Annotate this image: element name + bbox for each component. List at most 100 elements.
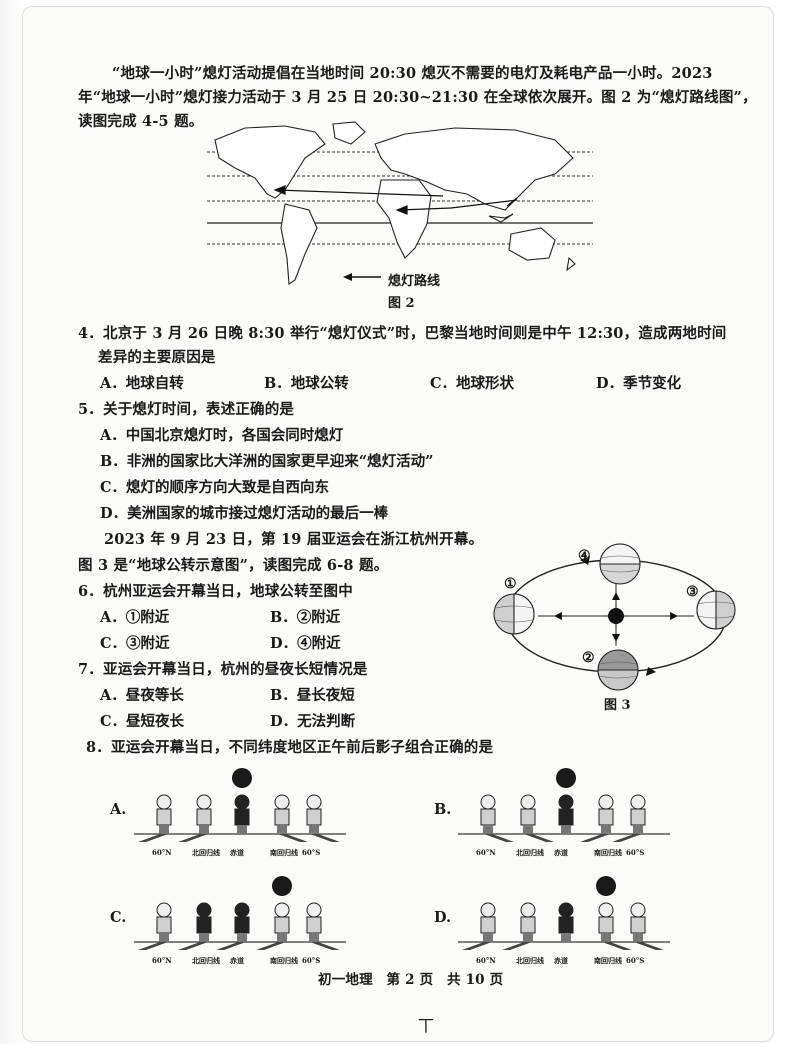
q6-option-c: C．③附近 (100, 635, 170, 652)
shadow-option-letter-1: B. (434, 801, 452, 818)
shadow-option-letter-2: C. (110, 909, 127, 926)
shadow-shape (502, 942, 532, 950)
person-figure (598, 902, 632, 950)
person-figure (274, 794, 308, 842)
person-figure (580, 794, 614, 842)
latitude-label: 60°N (476, 848, 496, 857)
shadow-shape (256, 942, 286, 950)
person-figure (462, 902, 496, 950)
question-7-stem: 7．亚运会开幕当日，杭州的昼夜长短情况是 (78, 661, 368, 678)
shadow-shape (278, 834, 308, 842)
person-figure (216, 902, 250, 950)
shadow-shape (178, 834, 208, 842)
orbit-label-3: ③ (686, 584, 699, 600)
question-4-line-2: 差异的主要原因是 (98, 349, 216, 366)
person-figure (138, 902, 172, 950)
latitude-label: 赤道 (554, 848, 568, 857)
q5-option-d: D．美洲国家的城市接过熄灯活动的最后一棒 (100, 505, 389, 522)
intro-line-1: “地球一小时”熄灯活动提倡在当地时间 20:30 熄灭不需要的电灯及耗电产品一小… (112, 65, 713, 82)
latitude-label: 南回归线 (594, 956, 622, 965)
shadow-shape (602, 942, 632, 950)
route-legend-arrow (343, 273, 381, 281)
figure-3-caption: 图 3 (604, 698, 631, 713)
shadow-shape (310, 834, 340, 842)
latitude-label: 60°S (302, 956, 321, 965)
latitude-label: 北回归线 (516, 848, 544, 857)
latitude-label: 北回归线 (516, 956, 544, 965)
intro-line-3: 读图完成 4-5 题。 (78, 113, 204, 130)
shadow-option-figure-1 (458, 768, 670, 842)
world-map-figure (207, 121, 593, 285)
latitude-label: 赤道 (230, 956, 244, 965)
latitude-label: 南回归线 (270, 848, 298, 857)
shadow-shape (634, 942, 664, 950)
q7-option-b: B．昼长夜短 (270, 687, 355, 704)
person-figure (520, 794, 554, 842)
person-figure (138, 794, 172, 842)
latitude-label: 60°S (302, 848, 321, 857)
orbit-label-2: ② (582, 650, 595, 666)
shadow-option-figure-3 (458, 876, 670, 950)
shadow-shape (138, 942, 168, 950)
shadow-shape (524, 834, 554, 842)
question-6-stem: 6．杭州亚运会开幕当日，地球公转至图中 (78, 583, 353, 600)
latitude-label: 南回归线 (594, 848, 622, 857)
intro2-line-2: 图 3 是“地球公转示意图”，读图完成 6-8 题。 (78, 557, 389, 574)
figure-2-caption: 图 2 (388, 296, 415, 311)
shadow-shape (178, 942, 208, 950)
earth-orbit-figure (493, 543, 736, 691)
q6-option-b: B．②附近 (270, 609, 341, 626)
page-edge-shadow (0, 0, 24, 1044)
sun-icon (272, 876, 292, 896)
q5-option-b: B．非洲的国家比大洋洲的国家更早迎来“熄灯活动” (100, 453, 434, 470)
q4-option-a: A．地球自转 (100, 375, 184, 392)
q4-option-b: B．地球公转 (264, 375, 349, 392)
person-figure (256, 902, 290, 950)
q7-option-a: A．昼夜等长 (100, 687, 184, 704)
binding-mark: 丅 (418, 1016, 435, 1035)
q4-option-d: D．季节变化 (596, 375, 682, 392)
latitude-label: 赤道 (230, 848, 244, 857)
person-figure (558, 902, 574, 942)
q4-option-c: C．地球形状 (430, 375, 515, 392)
person-figure (630, 902, 664, 950)
latitude-label: 60°N (152, 848, 172, 857)
shadow-option-letter-0: A. (110, 801, 127, 818)
exam-page (22, 6, 774, 1042)
sun-icon (232, 768, 252, 788)
q5-option-c: C．熄灯的顺序方向大致是自西向东 (100, 479, 330, 496)
shadow-shape (462, 942, 492, 950)
q7-option-c: C．昼短夜长 (100, 713, 185, 730)
q7-option-d: D．无法判断 (270, 713, 356, 730)
latitude-label: 60°S (626, 956, 645, 965)
shadow-shape (216, 942, 246, 950)
latitude-label: 60°S (626, 848, 645, 857)
person-figure (178, 902, 212, 950)
shadow-shape (138, 834, 168, 842)
latitude-label: 60°N (152, 956, 172, 965)
latitude-label: 赤道 (554, 956, 568, 965)
shadow-shape (484, 834, 514, 842)
person-figure (306, 902, 340, 950)
latitude-label: 60°N (476, 956, 496, 965)
intro-line-2: 年“地球一小时”熄灯接力活动于 3 月 25 日 20:30~21:30 在全球… (78, 89, 757, 106)
latitude-label: 南回归线 (270, 956, 298, 965)
question-8-stem: 8．亚运会开幕当日，不同纬度地区正午前后影子组合正确的是 (86, 739, 494, 756)
person-figure (502, 902, 536, 950)
person-figure (234, 794, 250, 834)
person-figure (558, 794, 574, 834)
q6-option-d: D．④附近 (270, 635, 341, 652)
orbit-label-4: ④ (578, 548, 591, 564)
person-figure (480, 794, 514, 842)
orbit-label-1: ① (504, 576, 517, 592)
intro2-line-1: 2023 年 9 月 23 日，第 19 届亚运会在浙江杭州开幕。 (104, 531, 484, 548)
shadow-shape (612, 834, 642, 842)
shadow-shape (580, 834, 610, 842)
q5-option-a: A．中国北京熄灯时，各国会同时熄灯 (100, 427, 344, 444)
sun-icon (596, 876, 616, 896)
latitude-label: 北回归线 (192, 848, 220, 857)
person-figure (178, 794, 212, 842)
route-legend-label: 熄灯路线 (388, 274, 441, 289)
q6-option-a: A．①附近 (100, 609, 170, 626)
sun-icon (556, 768, 576, 788)
